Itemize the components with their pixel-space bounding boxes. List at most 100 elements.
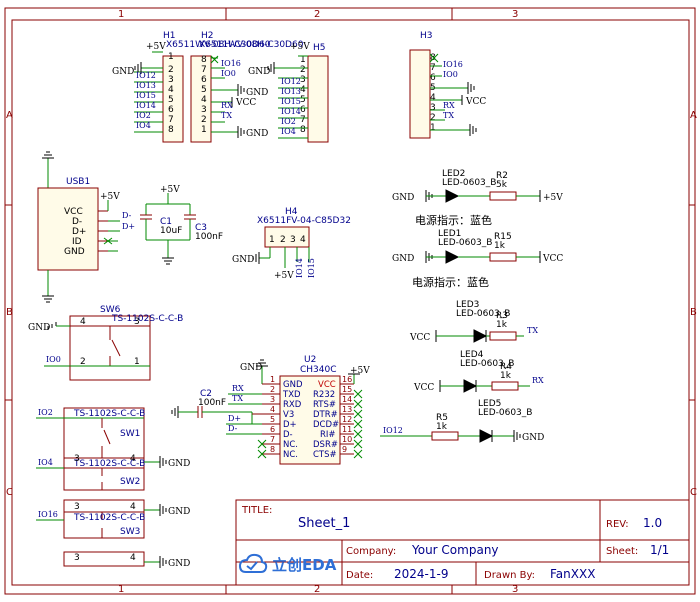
sw2-pin-4: 4: [130, 454, 136, 464]
led4-circuit: [439, 379, 530, 393]
h2-pin-5: 5: [201, 85, 207, 95]
u2-r-name-13: DTR#: [313, 410, 338, 420]
c1-value: 10uF: [160, 226, 182, 236]
led3-tx: TX: [527, 326, 538, 335]
led2-ref: LED2: [442, 169, 465, 179]
u2-l-name-2: TXD: [282, 390, 301, 400]
led3-part: LED-0603_B: [456, 309, 510, 319]
u2-l-name-3: RXD: [283, 400, 302, 410]
h2-pin-6: 6: [201, 75, 207, 85]
sheet-value: 1/1: [650, 543, 669, 557]
u2-l-num-6: 6: [270, 425, 275, 434]
h5-pin-8: 8: [300, 125, 306, 135]
sw6-part: TS-1102S-C-C-B: [111, 314, 183, 324]
u2-r-name-14: RTS#: [313, 400, 336, 410]
sheet-label: Sheet:: [606, 546, 638, 557]
h1-pin-2: 2: [168, 65, 174, 75]
u2-r-name-12: DCD#: [313, 420, 339, 430]
frame-col-1-bottom: 1: [118, 584, 124, 595]
h1-pin-7: 7: [168, 115, 174, 125]
h3-pin-1: 1: [430, 123, 436, 133]
u2-r-name-16: VCC: [318, 380, 336, 390]
capacitors-c1-c3: [140, 193, 196, 265]
header-h3: H3 8 7 6 5 4 3 2 1: [409, 31, 477, 139]
h3-tx: TX: [443, 111, 454, 120]
h2-gnd-label: GND: [246, 88, 268, 98]
h1-io14: IO14: [136, 101, 156, 110]
h5-pin-5: 5: [300, 95, 306, 105]
capacitor-c2: [171, 406, 252, 418]
sw2-part: TS-1102S-C-C-B: [73, 459, 145, 469]
h1-io13: IO13: [136, 81, 156, 90]
h1-io15: IO15: [136, 91, 156, 100]
usb-dp-net: D+: [122, 222, 135, 231]
sw2-ref: SW2: [120, 477, 140, 487]
r4-value: 1k: [500, 371, 512, 381]
led3-ref: LED3: [456, 300, 479, 310]
frame-col-1-top: 1: [118, 9, 124, 20]
h1-pin-1: 1: [168, 52, 174, 62]
drawn-label: Drawn By:: [484, 570, 535, 581]
c2-ref: C2: [200, 389, 212, 399]
h3-ref: H3: [420, 31, 433, 41]
u2-r-name-10: DSR#: [313, 440, 338, 450]
led4-vcc-label: VCC: [413, 383, 434, 393]
sw6-pin-3: 3: [134, 317, 140, 327]
u2-r-num-12: 12: [342, 415, 352, 424]
sw3-pin-4: 4: [130, 502, 136, 512]
h2-part: X6511WV-08H-C30D60: [199, 40, 304, 50]
h4-io14: IO14: [295, 258, 304, 278]
h4-io15: IO15: [307, 258, 316, 278]
led3-vcc-label: VCC: [409, 333, 430, 343]
u2-dm-net: D-: [228, 424, 238, 433]
frame-row-b-left: B: [6, 307, 13, 318]
led5-circuit: [380, 429, 521, 443]
u2-rx-net: RX: [232, 384, 244, 393]
power-note-2: 电源指示：蓝色: [412, 275, 489, 289]
date-value: 2024-1-9: [394, 567, 448, 581]
h2-ref: H2: [201, 31, 214, 41]
h5-v5-label: +5V: [290, 42, 310, 52]
drawn-value: FanXXX: [550, 567, 595, 581]
frame-row-c-right: C: [690, 487, 697, 498]
led2-v5-label: +5V: [543, 193, 563, 203]
h3-vcc-label: VCC: [465, 97, 486, 107]
led3-circuit: [435, 329, 524, 343]
h4-ref: H4: [285, 207, 298, 217]
usb-connector: USB1 VCC D- D+ ID GND: [37, 151, 120, 303]
rev-label: REV:: [606, 519, 629, 530]
sw6-io0: IO0: [46, 355, 61, 364]
frame-col-3-top: 3: [512, 9, 518, 20]
h5-io12: IO12: [281, 77, 301, 86]
led4-part: LED-0603_B: [460, 359, 514, 369]
sw2-io4: IO4: [38, 458, 53, 467]
sw2-pin-3: 3: [74, 454, 80, 464]
h1-v5-label: +5V: [146, 42, 166, 52]
h5-pin-7: 7: [300, 115, 306, 125]
u2-r-num-13: 13: [342, 405, 352, 414]
u2-l-num-1: 1: [270, 375, 275, 384]
h1-pin-8: 8: [168, 125, 174, 135]
h3-pin-6: 6: [430, 73, 436, 83]
h4-gnd-label: GND: [232, 255, 254, 265]
c1-ref: C1: [160, 217, 172, 227]
u2-ref: U2: [304, 355, 316, 365]
r15-ref: R15: [494, 232, 512, 242]
u2-l-name-6: D-: [283, 430, 293, 440]
r3-value: 1k: [496, 320, 508, 330]
led5-io12: IO12: [383, 426, 403, 435]
led2-circuit: [425, 189, 541, 203]
switch-sw3: [36, 499, 167, 568]
led2-gnd-label: GND: [392, 193, 414, 203]
led1-circuit: [425, 250, 541, 264]
h2-pin-1: 1: [201, 125, 207, 135]
u2-r-num-15: 15: [342, 385, 352, 394]
h1-gnd-label: GND: [112, 67, 134, 77]
usb-dm-net: D-: [122, 211, 132, 220]
h4-part: X6511FV-04-C85D32: [257, 216, 351, 226]
c1-v5-label: +5V: [160, 185, 180, 195]
usb-pin-vcc: VCC: [64, 207, 83, 217]
c3-ref: C3: [195, 223, 207, 233]
sheet-title: Sheet_1: [298, 516, 350, 531]
